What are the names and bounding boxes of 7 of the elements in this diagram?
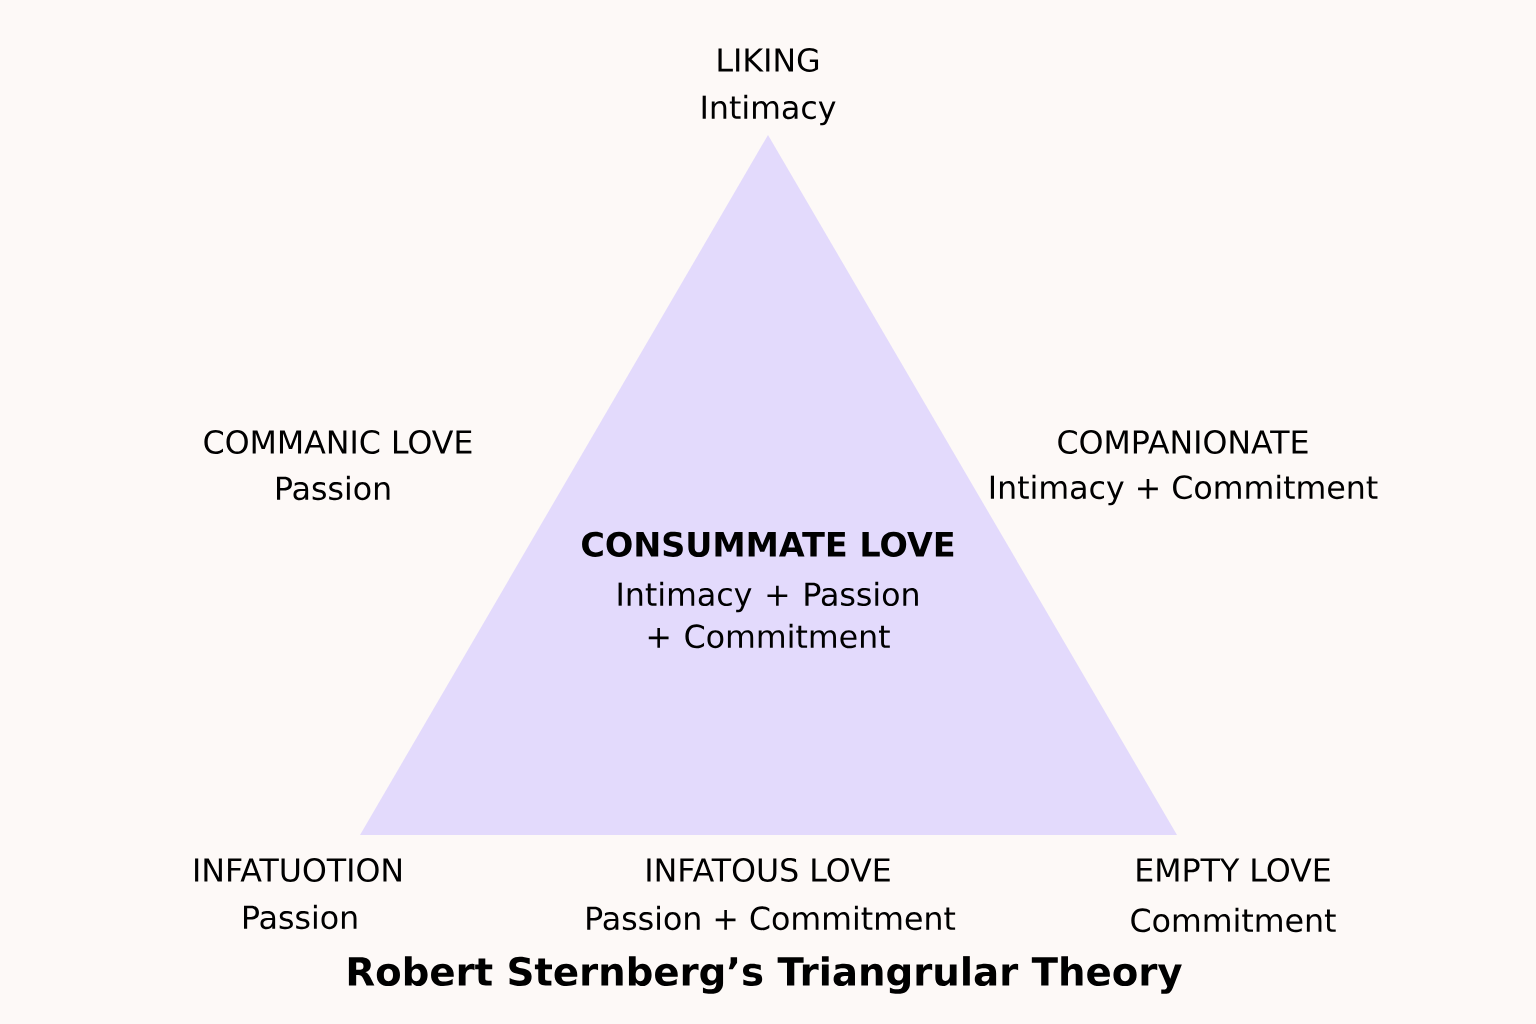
title: Robert Sternberg’s Triangrular Theory (348, 956, 1182, 994)
component-label: Passion + Commitment (587, 905, 956, 931)
component-label: Passion (244, 904, 357, 930)
category-heading: INFATUOTION (195, 858, 401, 882)
category-heading: EMPTY LOVE (1137, 858, 1330, 882)
component-label: Commitment (1131, 907, 1336, 933)
category-heading: LIKING (718, 48, 819, 72)
